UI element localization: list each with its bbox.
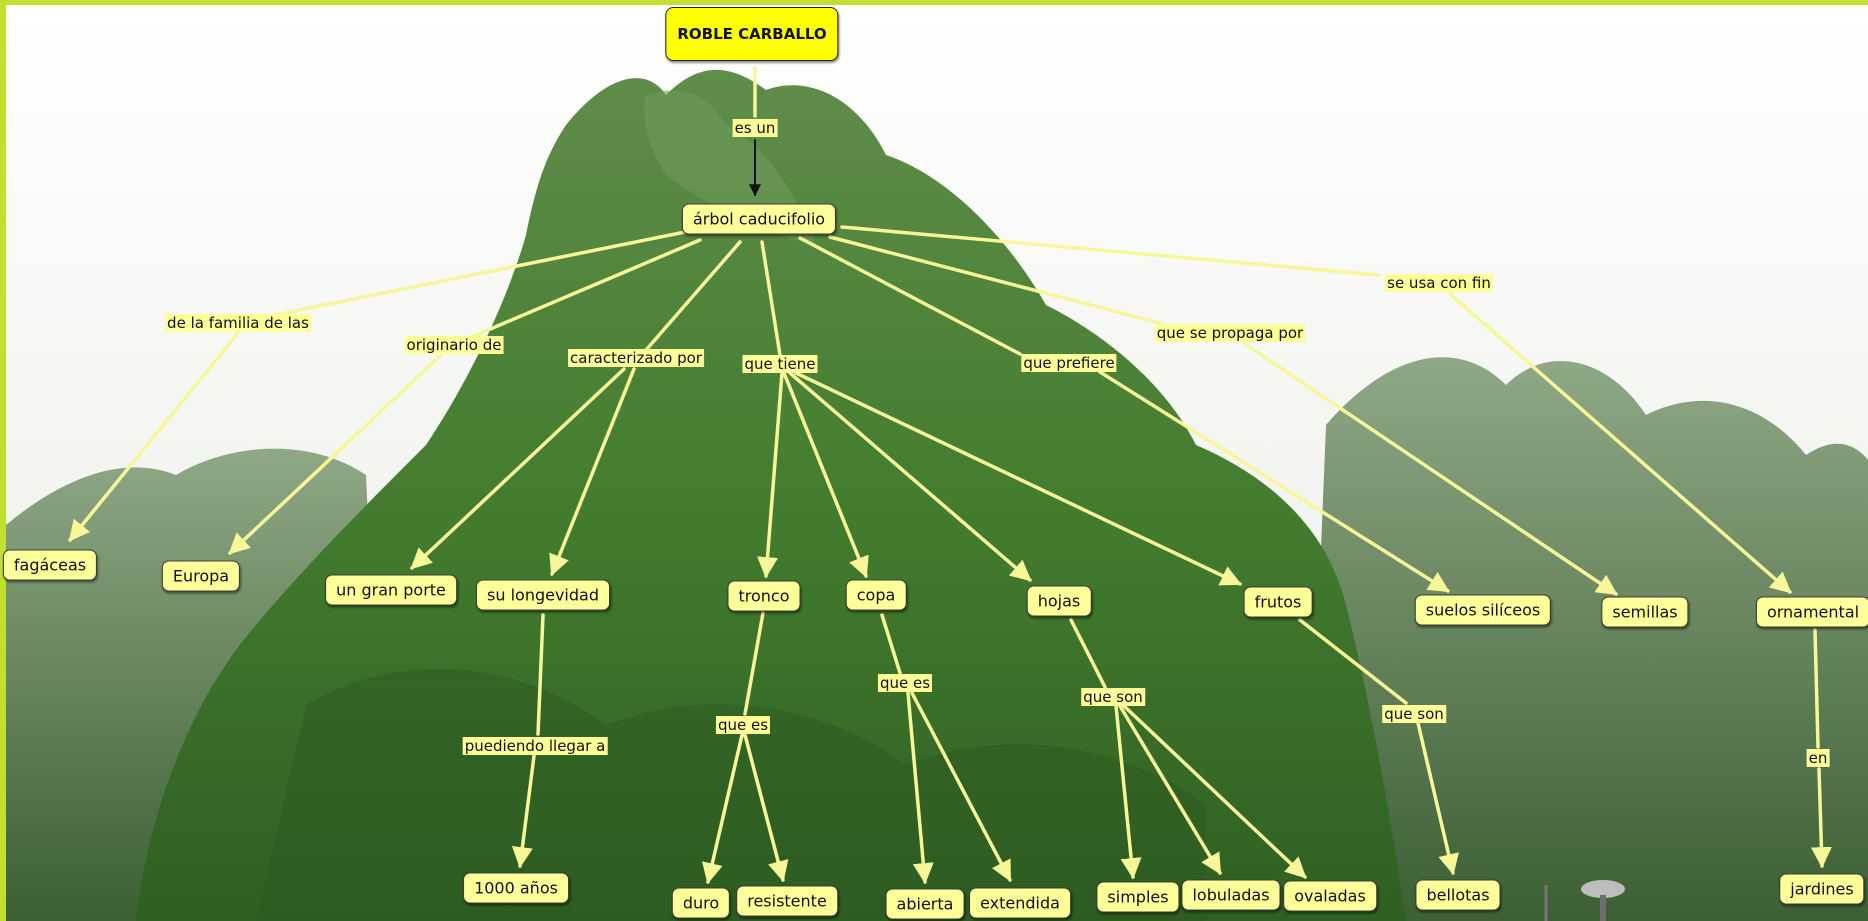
link-label-es-un: es un [732,119,778,137]
concept-hojas[interactable]: hojas [1026,585,1092,617]
link-label-caracterizado: caracterizado por [568,349,704,367]
link-label-originario: originario de [404,336,504,354]
concept-root[interactable]: ROBLE CARBALLO [665,7,839,61]
concept-semillas[interactable]: semillas [1601,596,1689,628]
link-label-en: en [1806,749,1830,767]
concept-frutos[interactable]: frutos [1243,586,1313,618]
concept-ovaladas[interactable]: ovaladas [1283,880,1377,912]
concept-bellotas[interactable]: bellotas [1415,879,1501,911]
link-label-que-se-propaga: que se propaga por [1154,324,1306,342]
concept-copa[interactable]: copa [845,579,907,611]
concept-extendida[interactable]: extendida [969,887,1071,919]
link-label-que-es-copa: que es [877,674,933,692]
tree-icon [6,5,1868,921]
concept-europa[interactable]: Europa [161,560,241,592]
concept-arbol-caducifolio[interactable]: árbol caducifolio [681,203,837,235]
link-label-que-tiene: que tiene [742,355,818,373]
frame-left-border [0,0,6,921]
concept-duro[interactable]: duro [671,887,731,919]
concept-jardines[interactable]: jardines [1779,873,1865,905]
frame-top-border [0,0,1868,5]
concept-longevidad[interactable]: su longevidad [476,579,610,611]
concept-ornamental[interactable]: ornamental [1755,596,1868,628]
concept-resistente[interactable]: resistente [736,885,838,917]
concept-1000-anos[interactable]: 1000 años [463,872,569,904]
link-label-que-es-tronco: que es [715,716,771,734]
concept-abierta[interactable]: abierta [885,888,965,920]
concept-suelos-siliceos[interactable]: suelos silíceos [1414,594,1552,626]
link-label-que-prefiere: que prefiere [1021,354,1117,372]
link-label-se-usa: se usa con fin [1385,274,1493,292]
link-label-que-son-frutos: que son [1382,705,1446,723]
link-label-puediendo: puediendo llegar a [462,737,608,755]
concept-fagaceas[interactable]: fagáceas [2,549,98,581]
link-label-que-son-hojas: que son [1081,688,1145,706]
link-label-familia: de la familia de las [165,314,311,332]
concept-lobuladas[interactable]: lobuladas [1181,879,1281,911]
concept-simples[interactable]: simples [1096,881,1180,913]
concept-gran-porte[interactable]: un gran porte [325,574,457,606]
concept-tronco[interactable]: tronco [727,580,801,612]
